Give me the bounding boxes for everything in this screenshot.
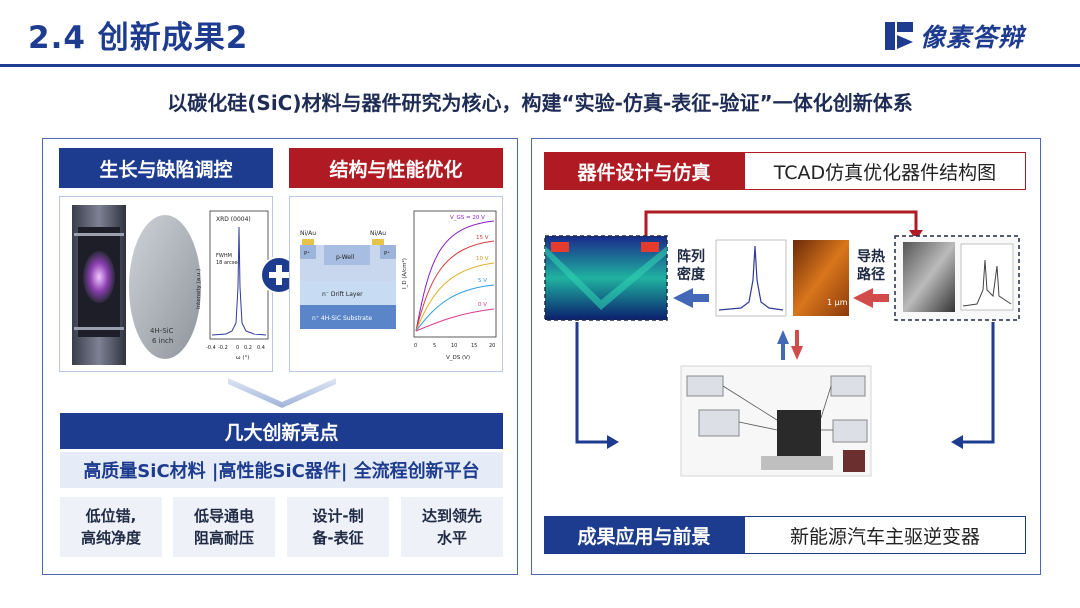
- plus-icon: [259, 255, 299, 295]
- page-title: 2.4 创新成果2: [28, 20, 249, 56]
- highlight-card-4-line-2: 水平: [436, 529, 467, 547]
- iv-curve-label-1: 15 V: [476, 235, 489, 241]
- label-heat-path: 导热 路径: [853, 248, 889, 284]
- growth-figure: 4H-SiC 6 inch XRD (0004) FWHM 18 arcsec …: [59, 196, 273, 372]
- highlights-line: 高质量SiC材料 |高性能SiC器件| 全流程创新平台: [60, 452, 503, 488]
- xrd-xtick-0: -0.4: [206, 345, 216, 351]
- highlight-card-2-line-1: 低导通电: [193, 507, 254, 525]
- pplus-label-1: P⁺: [304, 250, 310, 257]
- highlight-card-1-line-1: 低位错,: [85, 507, 137, 525]
- xrd-xtick-4: 0.4: [257, 345, 265, 351]
- wafer-size: 6 inch: [152, 337, 173, 345]
- xrd-title: XRD (0004): [216, 216, 251, 223]
- highlight-card-4: 达到领先 水平: [401, 497, 503, 557]
- pwell-label: p-Well: [336, 254, 355, 261]
- iv-curve-label-2: 10 V: [476, 256, 489, 262]
- label-heat-path-line-2: 路径: [857, 267, 885, 283]
- flow-diagram: 阵列 密度 导热 路径 1 μm: [531, 190, 1041, 510]
- label-heat-path-line-1: 导热: [857, 249, 885, 265]
- iv-curve-label-3: 5 V: [478, 278, 487, 284]
- logo-text: 像素答辩: [920, 23, 1025, 52]
- highlight-card-3: 设计-制 备-表征: [287, 497, 389, 557]
- xrd-xtick-3: 0.2: [244, 345, 252, 351]
- iv-xtick-1: 5: [433, 343, 436, 349]
- xrd-note-2: 18 arcsec: [216, 260, 240, 266]
- label-array-density-line-1: 阵列: [677, 249, 705, 265]
- xrd-xlabel: ω (°): [236, 355, 249, 361]
- substrate-label: n⁺ 4H-SiC Substrate: [312, 315, 372, 322]
- highlight-card-4-line-1: 达到领先: [421, 507, 482, 525]
- iv-ylabel: I_D (A/cm²): [401, 258, 408, 289]
- down-arrow-icon: [222, 376, 342, 408]
- header: 2.4 创新成果2 像素答辩: [0, 0, 1080, 68]
- pplus-label-2: P⁺: [384, 250, 390, 257]
- highlight-card-1-line-2: 高纯净度: [80, 529, 141, 547]
- contact-label-1: Ni/Au: [300, 230, 316, 237]
- tag-growth: 生长与缺陷调控: [59, 148, 273, 188]
- iv-xtick-3: 15: [471, 343, 477, 349]
- label-array-density: 阵列 密度: [673, 248, 709, 284]
- iv-curve-label-4: 0 V: [478, 302, 487, 308]
- drift-label: n⁻ Drift Layer: [322, 291, 363, 298]
- subtitle: 以碳化硅(SiC)材料与器件研究为核心，构建“实验-仿真-表征-验证”一体化创新…: [167, 91, 913, 115]
- iv-xtick-4: 20: [489, 343, 495, 349]
- tag-application: 成果应用与前景: [544, 516, 744, 554]
- header-divider: [0, 64, 1080, 67]
- logo: 像素答辩: [884, 18, 1024, 54]
- logo-icon: [884, 21, 914, 51]
- iv-xlabel: V_DS (V): [446, 355, 470, 361]
- iv-xtick-2: 10: [451, 343, 457, 349]
- highlights-title: 几大创新亮点: [60, 413, 503, 449]
- caption-application: 新能源汽车主驱逆变器: [744, 516, 1026, 554]
- highlight-card-2-line-2: 阻高耐压: [193, 529, 254, 547]
- iv-curve-label-0: V_GS = 20 V: [450, 215, 485, 221]
- highlight-card-3-line-1: 设计-制: [312, 507, 364, 525]
- highlight-card-3-line-2: 备-表征: [312, 529, 364, 547]
- caption-design: TCAD仿真优化器件结构图: [744, 152, 1026, 190]
- contact-label-2: Ni/Au: [370, 230, 386, 237]
- xrd-note-1: FWHM: [216, 253, 232, 259]
- tag-structure: 结构与性能优化: [289, 148, 503, 188]
- structure-figure: Ni/Au Ni/Au P⁺ P⁺ p-Well n⁻ Drift Layer …: [289, 196, 503, 372]
- label-array-density-line-2: 密度: [677, 267, 705, 283]
- wafer-label: 4H-SiC: [150, 327, 174, 335]
- iv-xtick-0: 0: [414, 343, 417, 349]
- highlight-card-2: 低导通电 阻高耐压: [173, 497, 275, 557]
- tag-design: 器件设计与仿真: [544, 152, 744, 190]
- xrd-xtick-1: -0.2: [218, 345, 228, 351]
- xrd-xtick-2: 0: [236, 345, 239, 351]
- highlight-card-1: 低位错, 高纯净度: [60, 497, 162, 557]
- afm-scale-label: 1 μm: [827, 298, 848, 307]
- xrd-ylabel: Intensity (a.u.): [196, 269, 202, 309]
